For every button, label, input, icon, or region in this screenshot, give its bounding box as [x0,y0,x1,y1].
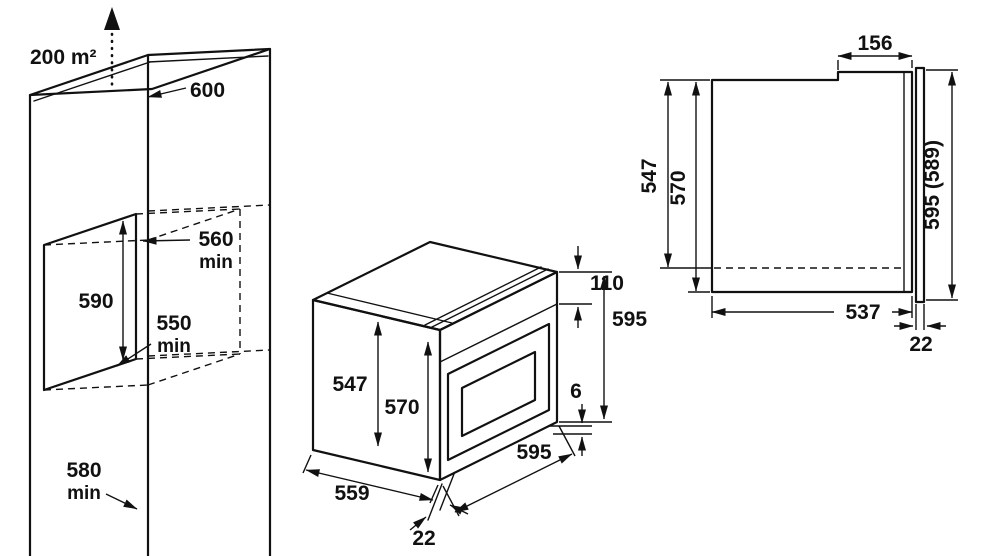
side-body-height-label: 547 [638,158,661,193]
dim-line-559 [305,469,434,501]
oven-door-outline [446,322,551,462]
oven-door-protrusion-label: 22 [412,527,435,550]
niche-width-label: 560 [198,228,233,251]
oven-width-label: 595 [516,441,551,464]
dim-leader-600 [147,87,187,98]
base-depth-label: 580 [66,459,101,482]
ventilation-label: 200 m² [30,46,97,69]
niche-depth-label: 550 [156,312,191,335]
side-door-thickness-label: 22 [909,333,932,356]
ext-lines-595-width [442,425,576,517]
oven-total-height-label: 595 [612,308,647,331]
dim-leader-560 [142,236,191,245]
side-body-outline [710,70,914,294]
oven-top-front-edges [424,266,549,328]
oven-front-height-label: 570 [384,396,419,419]
niche-hidden-side-lines [147,204,271,357]
side-total-height-label: 595 (589) [921,140,944,230]
dim-leader-550 [116,343,152,367]
niche-height-label: 590 [78,290,113,313]
ext-lines-side-547 [660,79,712,269]
oven-view: 547 570 110 595 6 595 559 22 [302,240,647,550]
side-front-height-label: 570 [667,170,690,205]
cabinet-view: 200 m² 600 590 560 min 550 min 580 min [28,7,272,556]
niche-width-min-label: min [199,252,233,273]
dim-leader-580 [105,493,138,510]
ext-lines-156 [837,60,913,70]
oven-control-panel-line [439,303,558,363]
cabinet-side-edge-inner [147,55,269,63]
oven-top-face [311,240,559,332]
airflow-arrow-icon [104,7,120,30]
base-depth-min-label: min [67,483,101,504]
oven-body-height-label: 547 [332,373,367,396]
ext-lines-side-595 [926,69,958,301]
oven-depth-label: 559 [334,482,369,505]
ext-lines-side-537 [711,296,913,318]
niche-depth-min-label: min [157,336,191,357]
ext-lines-22 [427,473,455,521]
cabinet-depth-label: 600 [190,79,225,102]
side-body-depth-label: 537 [845,301,880,324]
oven-gap-label: 6 [570,380,582,403]
oven-door-window [460,350,537,438]
ext-lines-6 [548,425,592,435]
dim-arrow-22-right [449,504,469,515]
side-door-panel [914,66,926,304]
dim-line-595-width [454,453,573,513]
dim-arrow-22-left [409,516,427,531]
side-top-section-label: 156 [857,32,892,55]
cabinet-top-edge-inner [33,61,151,102]
ext-lines-110 [559,271,612,305]
oven-front-face [438,270,559,482]
niche-hidden-edges [43,208,241,391]
ext-lines-side-22 [915,304,925,330]
oven-control-panel-label: 110 [590,272,624,295]
side-view: 156 547 570 595 (589) 537 22 [638,32,958,356]
oven-top-panel-seam [326,292,453,324]
